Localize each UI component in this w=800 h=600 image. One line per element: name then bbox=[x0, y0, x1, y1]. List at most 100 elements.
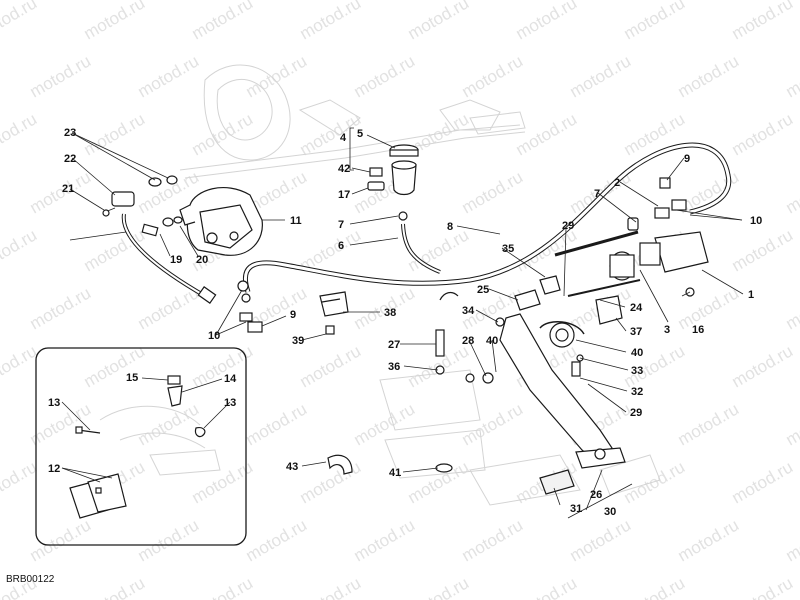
rear-master-cylinder bbox=[609, 177, 709, 297]
watermark-text: motod.ru bbox=[0, 0, 40, 43]
watermark-text: motod.ru bbox=[135, 515, 203, 565]
inset-detail-box bbox=[35, 347, 247, 546]
watermark-text: motod.ru bbox=[27, 283, 95, 333]
callout-41: 41 bbox=[389, 467, 401, 479]
watermark-text: motod.ru bbox=[81, 573, 149, 600]
bracket-38 bbox=[319, 291, 349, 335]
callout-16: 16 bbox=[692, 324, 704, 336]
watermark-text: motod.ru bbox=[0, 225, 40, 275]
callout-21: 21 bbox=[62, 183, 74, 195]
callout-7: 7 bbox=[338, 219, 344, 231]
callout-27: 27 bbox=[388, 339, 400, 351]
watermark-text: motod.ru bbox=[189, 0, 257, 43]
callout-5: 5 bbox=[357, 128, 363, 140]
callout-10: 10 bbox=[750, 215, 762, 227]
watermark-text: motod.ru bbox=[243, 51, 311, 101]
watermark-text: motod.ru bbox=[729, 457, 797, 507]
watermark-text: motod.ru bbox=[81, 109, 149, 159]
watermark-text: motod.ru bbox=[513, 109, 581, 159]
watermark-text: motod.ru bbox=[405, 225, 473, 275]
front-caliper bbox=[179, 186, 263, 256]
watermark-text: motod.ru bbox=[729, 573, 797, 600]
watermark-text: motod.ru bbox=[0, 109, 40, 159]
watermark-text: motod.ru bbox=[729, 225, 797, 275]
watermark-text: motod.ru bbox=[297, 109, 365, 159]
pushrod-assembly bbox=[495, 275, 641, 362]
watermark-text: motod.ru bbox=[783, 399, 800, 449]
callout-20: 20 bbox=[196, 254, 208, 266]
callout-36: 36 bbox=[388, 361, 400, 373]
callout-32: 32 bbox=[631, 386, 643, 398]
callout-23: 23 bbox=[64, 127, 76, 139]
watermark-text: motod.ru bbox=[675, 515, 743, 565]
watermark-text: motod.ru bbox=[297, 0, 365, 43]
watermark-text: motod.ru bbox=[675, 399, 743, 449]
watermark-text: motod.ru bbox=[459, 167, 527, 217]
brake-hoses bbox=[121, 142, 732, 304]
callout-3: 3 bbox=[664, 324, 670, 336]
callout-43: 43 bbox=[286, 461, 298, 473]
watermark-text: motod.ru bbox=[135, 51, 203, 101]
callout-35: 35 bbox=[502, 243, 514, 255]
callout-38: 38 bbox=[384, 307, 396, 319]
callout-37: 37 bbox=[630, 326, 642, 338]
watermark-text: motod.ru bbox=[351, 515, 419, 565]
watermark-text: motod.ru bbox=[783, 515, 800, 565]
watermark-text: motod.ru bbox=[459, 399, 527, 449]
callout-6: 6 bbox=[338, 240, 344, 252]
callout-30: 30 bbox=[604, 506, 616, 518]
watermark-text: motod.ru bbox=[243, 515, 311, 565]
watermark-text: motod.ru bbox=[459, 515, 527, 565]
callout-31: 31 bbox=[570, 503, 582, 515]
watermark-text: motod.ru bbox=[729, 109, 797, 159]
watermark-text: motod.ru bbox=[0, 457, 40, 507]
watermark-text: motod.ru bbox=[513, 0, 581, 43]
watermark-text: motod.ru bbox=[81, 0, 149, 43]
callout-22: 22 bbox=[64, 153, 76, 165]
watermark-text: motod.ru bbox=[621, 573, 689, 600]
callout-11: 11 bbox=[290, 215, 302, 227]
watermark-text: motod.ru bbox=[81, 225, 149, 275]
watermark-text: motod.ru bbox=[729, 341, 797, 391]
callout-1: 1 bbox=[748, 289, 754, 301]
callout-24: 24 bbox=[630, 302, 643, 314]
callout-4: 4 bbox=[340, 132, 347, 144]
reservoir-assembly bbox=[367, 144, 419, 221]
brake-pedal bbox=[465, 313, 626, 495]
callout-9: 9 bbox=[290, 309, 296, 321]
hose-fittings-left bbox=[237, 280, 263, 333]
drawing-code: BRB00122 bbox=[6, 574, 55, 585]
callout-40: 40 bbox=[486, 335, 498, 347]
watermark-text: motod.ru bbox=[27, 167, 95, 217]
watermark-text: motod.ru bbox=[351, 51, 419, 101]
watermark-text: motod.ru bbox=[783, 283, 800, 333]
callout-39: 39 bbox=[292, 335, 304, 347]
watermark-text: motod.ru bbox=[621, 0, 689, 43]
watermark-text: motod.ru bbox=[405, 0, 473, 43]
watermark-text: motod.ru bbox=[675, 283, 743, 333]
watermark-text: motod.ru bbox=[189, 573, 257, 600]
callout-12: 12 bbox=[48, 463, 60, 475]
callout-40: 40 bbox=[631, 347, 643, 359]
callout-42: 42 bbox=[338, 163, 350, 175]
callout-10: 10 bbox=[208, 330, 220, 342]
watermark-text: motod.ru bbox=[567, 515, 635, 565]
front-banjo-fittings bbox=[102, 175, 183, 237]
callout-9: 9 bbox=[684, 153, 690, 165]
callout-17: 17 bbox=[338, 189, 350, 201]
watermark-text: motod.ru bbox=[783, 51, 800, 101]
callout-19: 19 bbox=[170, 254, 182, 266]
callout-26: 26 bbox=[590, 489, 602, 501]
watermark-text: motod.ru bbox=[729, 0, 797, 43]
watermark-text: motod.ru bbox=[27, 51, 95, 101]
watermark-text: motod.ru bbox=[783, 167, 800, 217]
callout-29: 29 bbox=[630, 407, 642, 419]
callout-33: 33 bbox=[631, 365, 643, 377]
callout-34: 34 bbox=[462, 305, 475, 317]
callout-2: 2 bbox=[614, 177, 620, 189]
watermark-text: motod.ru bbox=[243, 399, 311, 449]
callout-13: 13 bbox=[224, 397, 236, 409]
